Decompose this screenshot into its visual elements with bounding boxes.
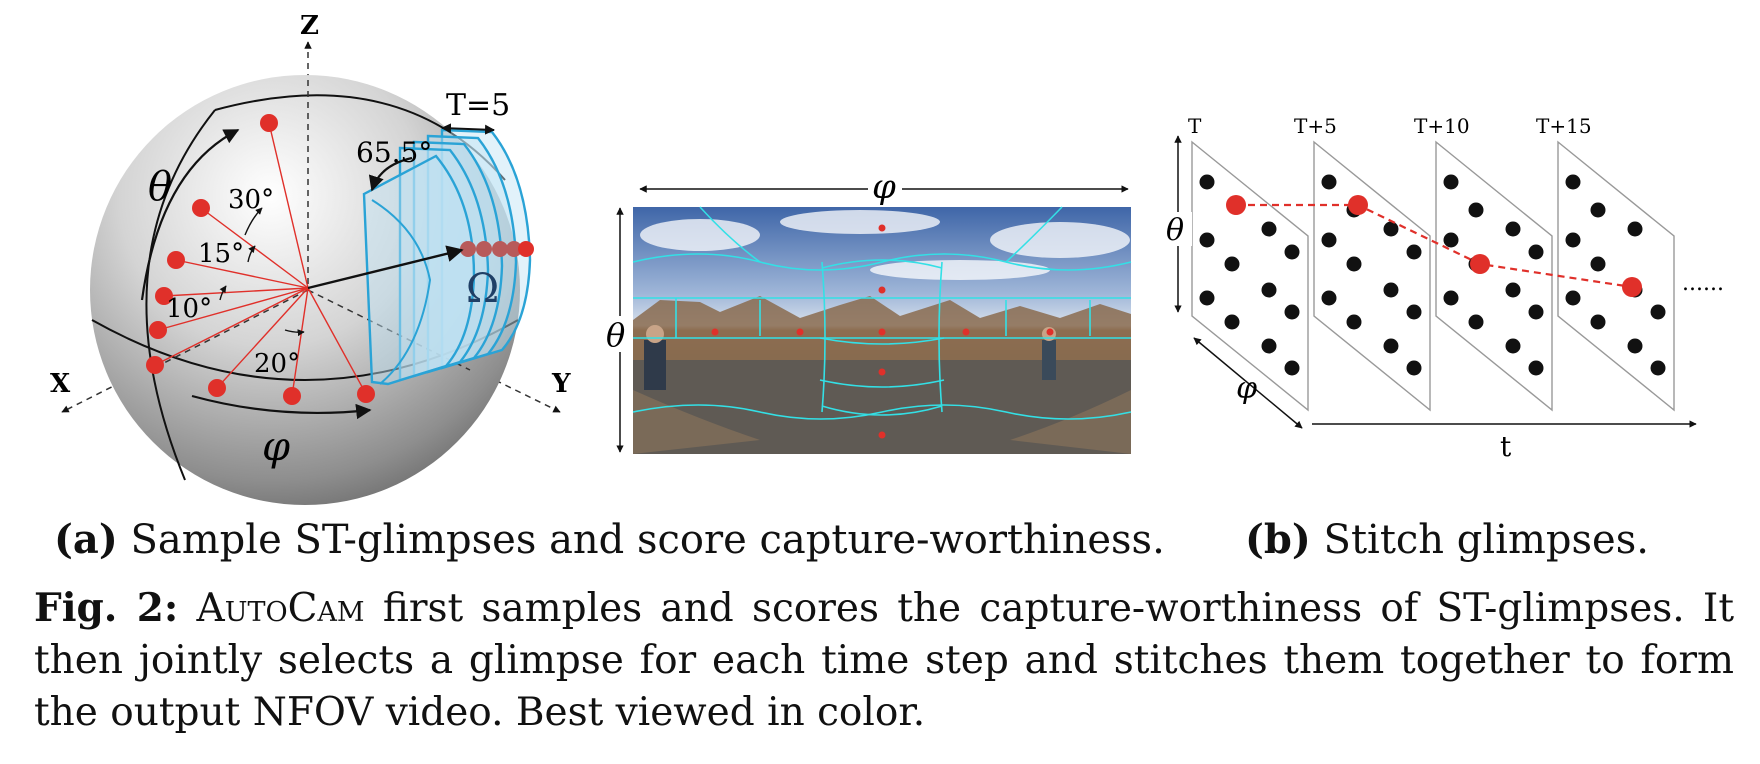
subcaption-a: (a) Sample ST-glimpses and score capture… — [54, 516, 1165, 563]
sample-rays — [154, 122, 367, 397]
theta-arc — [140, 129, 240, 301]
angle-15-label: 15° — [198, 239, 244, 269]
frames-theta-label: θ — [1166, 213, 1184, 248]
panel-a-sphere: θ 30° 15° 10° 20° φ Z X Y — [50, 11, 571, 505]
panorama-sample-dots — [711, 224, 1054, 439]
angle-20-label: 20° — [254, 349, 300, 379]
panel-b-frames: T T+5 T+10 T+15 — [1164, 114, 1724, 463]
angle-30-label: 30° — [228, 185, 274, 215]
frame-2 — [1435, 140, 1553, 412]
time-span-label: T=5 — [446, 88, 510, 123]
time-span-arrow — [441, 123, 495, 135]
figure-caption: Fig. 2: AutoCam first samples and scores… — [34, 582, 1734, 739]
subcaption-b-label: (b) — [1245, 516, 1311, 563]
figure-illustration: θ 30° 15° 10° 20° φ Z X Y — [50, 11, 1724, 505]
phi-label: φ — [262, 424, 290, 470]
method-name: AutoCam — [196, 586, 365, 631]
selected-path — [1236, 203, 1633, 289]
theta-label: θ — [148, 164, 172, 210]
subcaption-b: (b) Stitch glimpses. — [1245, 516, 1649, 563]
subcaption-a-text: Sample ST-glimpses and score capture-wor… — [130, 517, 1165, 563]
sample-points — [146, 114, 375, 405]
frame-1 — [1313, 140, 1431, 412]
phi-arc — [191, 394, 372, 420]
fov-label: 65.5° — [356, 136, 432, 169]
figure-label: Fig. 2: — [34, 585, 179, 631]
subcaption-b-text: Stitch glimpses. — [1323, 517, 1649, 563]
z-axis-label: Z — [300, 11, 319, 41]
frames-t-label: t — [1500, 430, 1512, 463]
panorama-theta-label: θ — [606, 316, 625, 354]
glimpse-grid-dots — [1199, 174, 1666, 376]
meridian-front — [145, 109, 216, 481]
omega-label: Ω — [466, 266, 499, 312]
frames-phi-arrow — [1193, 337, 1303, 429]
angle-10-label: 10° — [166, 294, 212, 324]
glimpse-centers — [460, 241, 534, 257]
omega-arrow — [307, 245, 464, 290]
panorama: φ θ — [604, 167, 1132, 454]
meridian-top — [214, 94, 506, 181]
panorama-phi-label: φ — [872, 167, 896, 207]
frame-label-0: T — [1188, 114, 1202, 138]
subcaption-a-label: (a) — [54, 516, 118, 563]
fov-arc — [368, 156, 413, 192]
frame-label-2: T+10 — [1414, 114, 1470, 138]
frame-label-1: T+5 — [1294, 114, 1337, 138]
continuation-dots: ...... — [1682, 271, 1724, 296]
frames-phi-label: φ — [1236, 371, 1257, 406]
frame-3 — [1557, 140, 1675, 412]
caption-body: first samples and scores the capture-wor… — [34, 586, 1734, 735]
selected-glimpses — [1226, 195, 1642, 297]
y-axis-label: Y — [551, 369, 571, 399]
frame-label-3: T+15 — [1536, 114, 1592, 138]
x-axis-label: X — [50, 369, 71, 399]
